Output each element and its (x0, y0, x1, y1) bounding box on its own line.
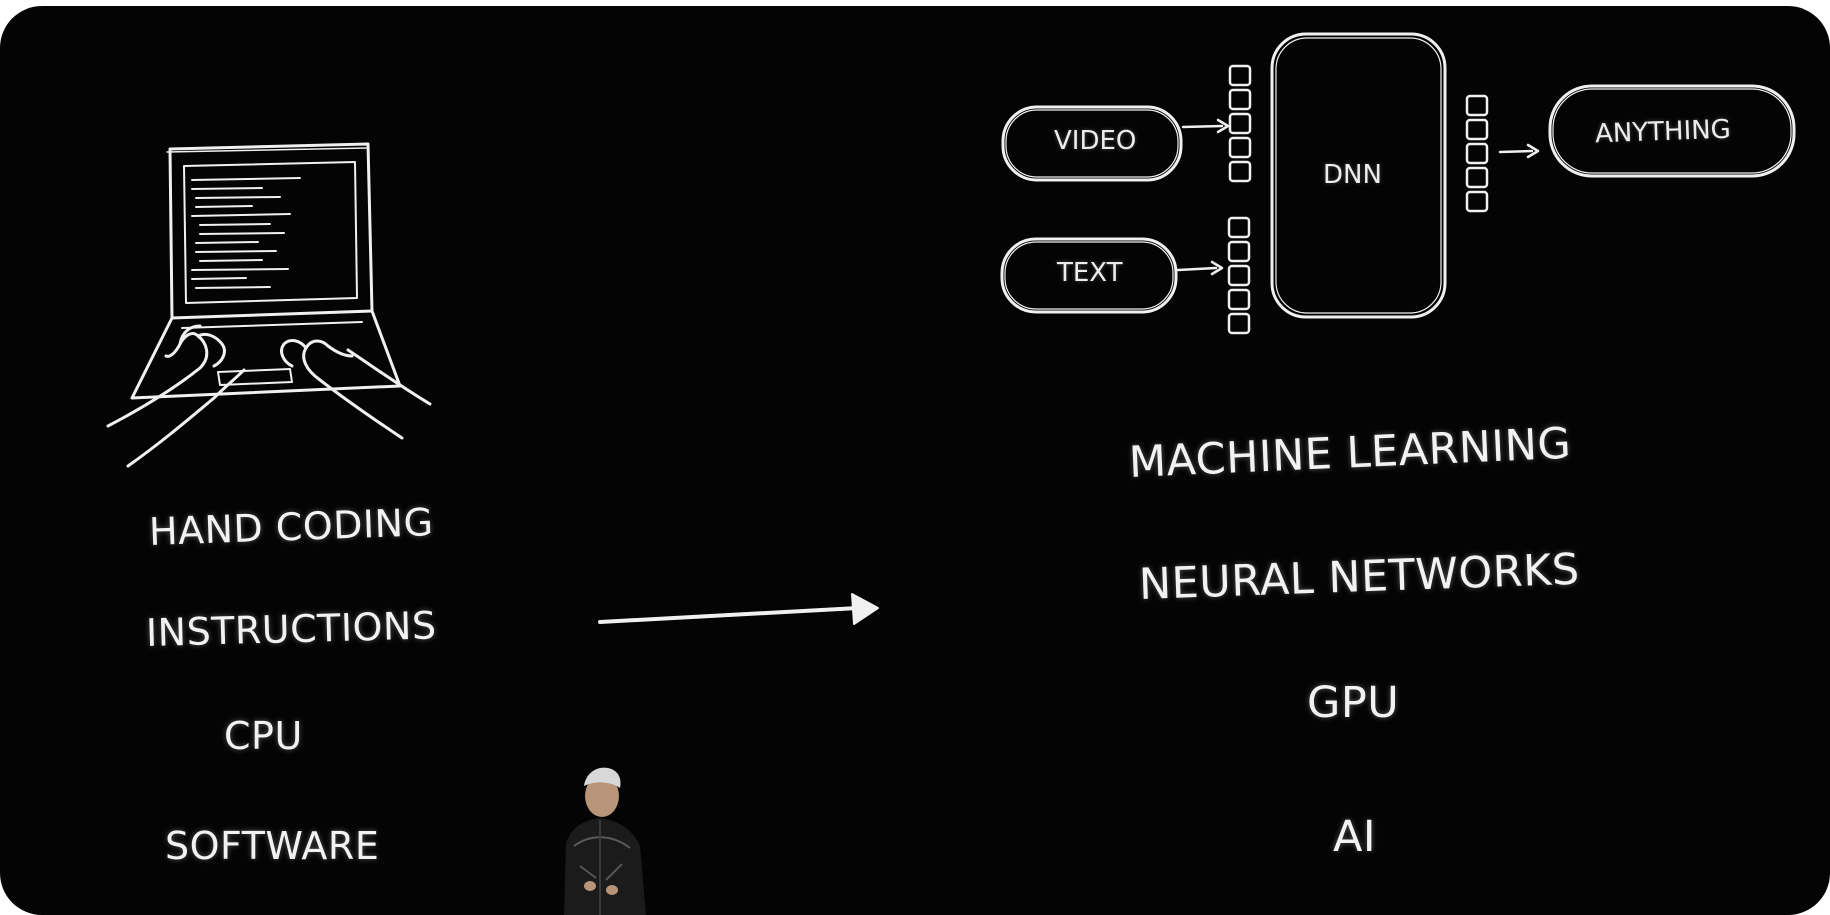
dnn-label: DNN (1323, 160, 1382, 190)
video-input-pill (1001, 105, 1183, 182)
text-input-pill (1000, 237, 1178, 314)
text-token-column (1227, 216, 1251, 335)
arrow-right-icon (598, 593, 879, 625)
keynote-stage: VIDEO TEXT DNN ANYTHING HAND CODING INST… (0, 6, 1830, 915)
laptop-typing-icon (106, 142, 432, 468)
term-ai: AI (1333, 812, 1377, 862)
text-input-label: TEXT (1057, 258, 1123, 288)
video-input-label: VIDEO (1054, 126, 1137, 156)
term-software: SOFTWARE (165, 824, 380, 868)
video-token-column (1228, 64, 1252, 183)
term-gpu: GPU (1307, 678, 1400, 728)
anything-output-pill (1548, 84, 1796, 178)
output-token-column (1465, 94, 1489, 213)
sketch-layer (106, 32, 1796, 625)
dnn-model-box (1270, 32, 1447, 319)
presenter-figure (564, 767, 646, 915)
term-cpu: CPU (224, 714, 303, 758)
